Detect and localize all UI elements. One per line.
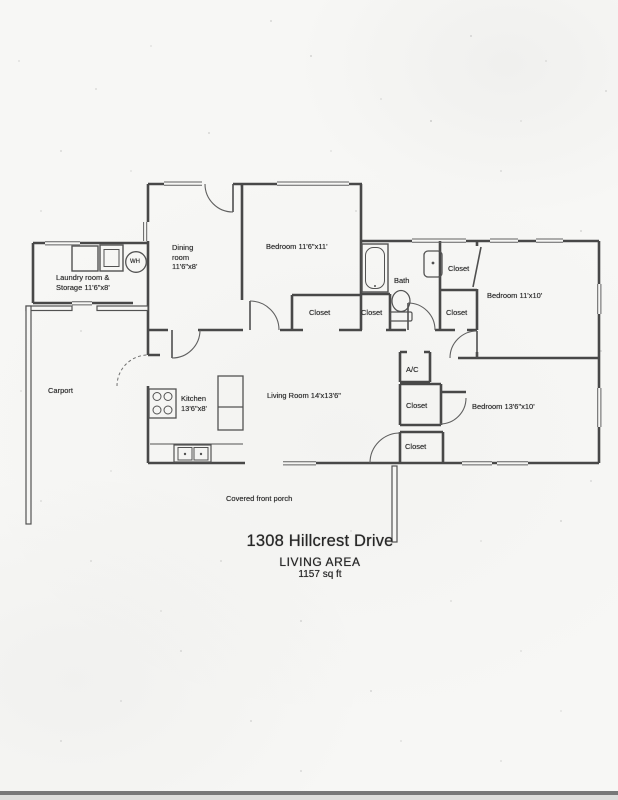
- room-label-dining: Dining room 11'6"x8': [172, 243, 198, 271]
- room-label-bath: Bath: [394, 276, 410, 285]
- room-label-laundry: Laundry room & Storage 11'6"x8': [56, 273, 110, 292]
- walls: [31, 182, 601, 465]
- closet-label-bath-side-lower: Closet: [446, 308, 468, 317]
- water-heater-label: WH: [130, 259, 140, 265]
- carport-walls: [25, 305, 149, 525]
- living-area-label: LIVING AREA: [279, 555, 361, 569]
- door-swing-arcs: [171, 183, 478, 464]
- porch-divider-wall: [391, 465, 398, 543]
- bathroom-sink: [423, 250, 443, 278]
- room-label-bedroom-lower: Bedroom 13'6"x10': [472, 402, 535, 411]
- room-label-living-room: Living Room 14'x13'6": [267, 391, 341, 400]
- room-label-bedroom-right: Bedroom 11'x10': [487, 291, 543, 300]
- window-markers: [45, 181, 602, 466]
- square-footage: 1157 sq ft: [298, 569, 342, 580]
- closet-label-bedroom-top: Closet: [309, 308, 331, 317]
- kitchen-peninsula: [217, 375, 244, 431]
- closet-label-hall: Closet: [361, 308, 383, 317]
- bathtub: [361, 243, 389, 293]
- water-heater-circle: [125, 251, 147, 273]
- room-label-porch: Covered front porch: [226, 494, 293, 503]
- room-label-carport: Carport: [48, 386, 74, 395]
- washer: [71, 245, 99, 272]
- carport-door-dashed-arc: [116, 354, 149, 387]
- kitchen-sink-counter: [150, 443, 243, 463]
- toilet: [389, 289, 413, 322]
- room-label-ac-closet: A/C: [406, 365, 419, 374]
- dryer: [99, 244, 124, 272]
- closet-label-hall-mid: Closet: [406, 401, 428, 410]
- address-title: 1308 Hillcrest Drive: [246, 532, 394, 550]
- scan-edge-band-light: [0, 794, 618, 800]
- stove: [148, 388, 177, 419]
- room-label-bedroom-top: Bedroom 11'6"x11': [266, 242, 328, 251]
- scan-edge-band: [0, 791, 618, 795]
- room-label-kitchen: Kitchen 13'6"x8': [181, 394, 207, 413]
- door-leaves: [171, 184, 482, 358]
- closet-label-bath-side-upper: Closet: [448, 264, 470, 273]
- closet-label-entry: Closet: [405, 442, 427, 451]
